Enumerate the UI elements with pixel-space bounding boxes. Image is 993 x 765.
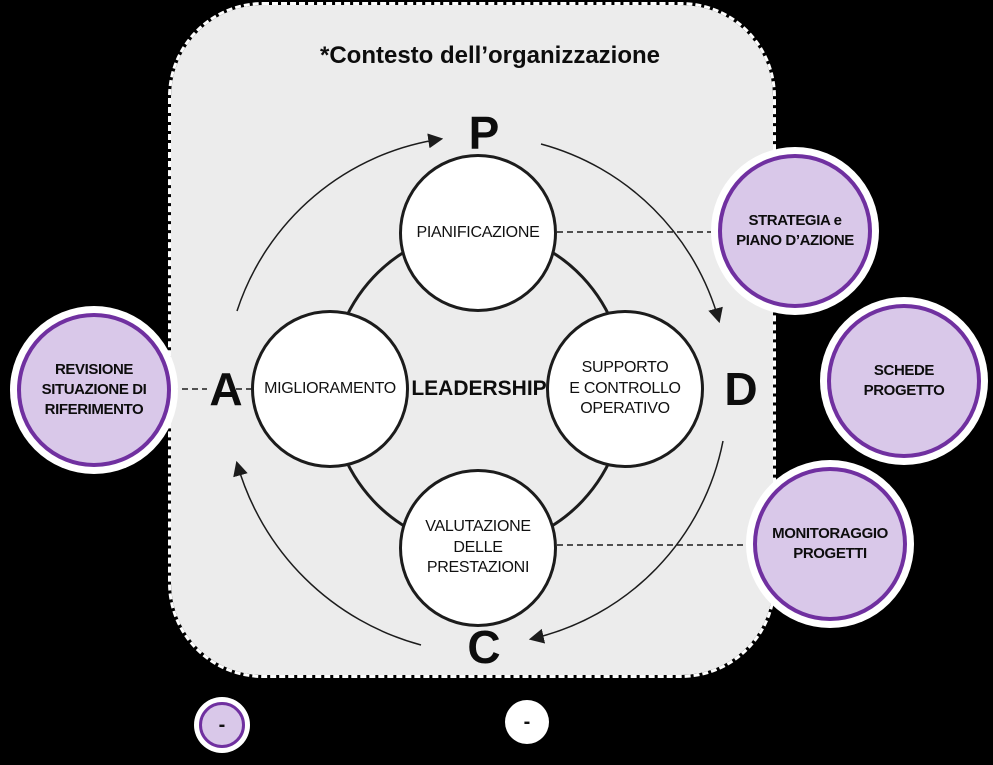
phase-label-line: OPERATIVO <box>580 400 670 418</box>
output-label-line: RIFERIMENTO <box>44 401 144 419</box>
legend-phase-dash: - <box>523 710 531 733</box>
phase-circle-valutazione: VALUTAZIONE DELLE PRESTAZIONI <box>399 469 557 627</box>
phase-label: MIGLIORAMENTO <box>264 379 396 400</box>
output-label-line: PIANO D’AZIONE <box>736 232 854 249</box>
phase-label-line: PRESTAZIONI <box>426 559 530 577</box>
output-label: MONITORAGGIO PROGETTI <box>772 524 888 565</box>
arrow-a-to-p <box>236 133 444 312</box>
output-label-line: MONITORAGGIO <box>772 524 888 542</box>
phase-label-line: PIANIFICAZIONE <box>416 223 540 241</box>
output-label: SCHEDE PROGETTO <box>864 361 945 402</box>
arrow-c-to-a <box>233 460 422 646</box>
phase-label: PIANIFICAZIONE <box>417 223 540 244</box>
output-label-line: PROGETTO <box>863 382 945 399</box>
letter-p: P <box>468 107 500 159</box>
output-label: STRATEGIA e PIANO D’AZIONE <box>736 211 854 252</box>
output-label: REVISIONE SITUAZIONE DI RIFERIMENTO <box>42 360 147 421</box>
leadership-label: LEADERSHIP <box>411 377 547 400</box>
legend-output-dash: - <box>218 713 226 736</box>
phase-circle-supporto: SUPPORTO E CONTROLLO OPERATIVO <box>546 310 704 468</box>
phase-circle-pianificazione: PIANIFICAZIONE <box>399 154 557 312</box>
output-label-line: REVISIONE <box>54 360 134 378</box>
letter-a: A <box>209 363 243 415</box>
letter-d: D <box>724 363 758 415</box>
output-circle-monitoraggio: MONITORAGGIO PROGETTI <box>753 467 907 621</box>
arrow-d-to-c <box>528 440 724 644</box>
output-label-line: STRATEGIA e <box>748 211 842 229</box>
phase-label-line: DELLE <box>453 538 503 556</box>
phase-label-line: VALUTAZIONE <box>425 517 531 535</box>
output-circle-revisione: REVISIONE SITUAZIONE DI RIFERIMENTO <box>17 313 171 467</box>
phase-label: SUPPORTO E CONTROLLO OPERATIVO <box>569 358 681 420</box>
output-circle-strategia: STRATEGIA e PIANO D’AZIONE <box>718 154 872 308</box>
output-circle-schede: SCHEDE PROGETTO <box>827 304 981 458</box>
legend-phase-marker: - <box>505 700 549 744</box>
legend-output-marker: - <box>199 702 245 748</box>
letter-c: C <box>467 621 501 673</box>
phase-label: VALUTAZIONE DELLE PRESTAZIONI <box>425 517 531 579</box>
output-label-line: PROGETTI <box>793 545 867 562</box>
output-label-line: SCHEDE <box>873 361 935 379</box>
phase-label-line: MIGLIORAMENTO <box>264 379 396 397</box>
phase-label-line: E CONTROLLO <box>569 379 681 397</box>
arrow-p-to-d <box>540 143 723 324</box>
phase-label-line: SUPPORTO <box>581 358 669 376</box>
diagram-title: *Contesto dell’organizzazione <box>319 42 661 69</box>
output-label-line: SITUAZIONE DI <box>41 380 147 398</box>
phase-circle-miglioramento: MIGLIORAMENTO <box>251 310 409 468</box>
